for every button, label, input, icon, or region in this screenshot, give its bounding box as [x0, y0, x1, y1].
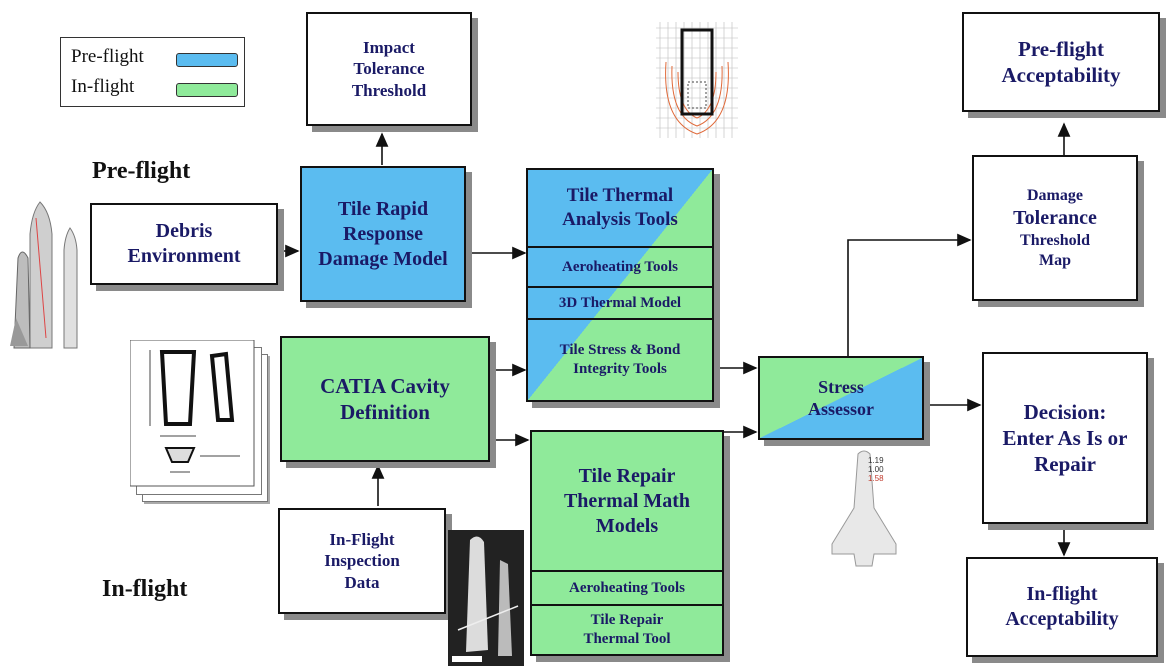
damage-line-1: Damage [1027, 186, 1083, 204]
damage-tolerance-box: Damage Tolerance Threshold Map [972, 155, 1138, 301]
thermal-analysis-group: Tile Thermal Analysis Tools Aeroheating … [526, 168, 714, 402]
damage-line-4: Map [1039, 251, 1071, 269]
orbiter-icon: 1.19 1.00 1.58 [818, 448, 908, 570]
legend-inflight-swatch [176, 83, 238, 97]
decision-text: Decision: Enter As Is or Repair [1002, 399, 1128, 477]
preflight-acceptability-box: Pre-flight Acceptability [962, 12, 1160, 112]
decision-box: Decision: Enter As Is or Repair [982, 352, 1148, 524]
legend: Pre-flight In-flight [60, 37, 245, 107]
legend-preflight-swatch [176, 53, 238, 67]
catia-box: CATIA Cavity Definition [280, 336, 490, 462]
inflight-inspection-box: In-Flight Inspection Data [278, 508, 446, 614]
orbiter-value-2: 1.00 [868, 465, 884, 474]
tile-rapid-response-box: Tile Rapid Response Damage Model [300, 166, 466, 302]
debris-environment-text: Debris Environment [127, 220, 241, 267]
shuttle-stack-icon [10, 201, 78, 349]
legend-preflight-label: Pre-flight [71, 46, 144, 67]
impact-tolerance-text: Impact Tolerance Threshold [351, 38, 427, 100]
orbiter-value-1: 1.19 [868, 456, 884, 465]
preflight-acceptability-text: Pre-flight Acceptability [1001, 36, 1121, 87]
damage-line-3: Threshold [1020, 231, 1090, 249]
arrow-stress-to-damage-map [847, 233, 972, 356]
inflight-section-label: In-flight [102, 576, 188, 602]
inspection-photo-icon [448, 530, 524, 666]
orbiter-values: 1.19 1.00 1.58 [868, 456, 884, 483]
aeroheating-tools-cell-1: Aeroheating Tools [528, 246, 712, 286]
tile-repair-title: Tile Repair Thermal Math Models [563, 464, 691, 537]
inflight-acceptability-text: In-flight Acceptability [1005, 583, 1119, 630]
tile-stress-cell: Tile Stress & Bond Integrity Tools [528, 318, 712, 400]
catia-text: CATIA Cavity Definition [320, 373, 450, 424]
orbiter-value-3: 1.58 [868, 474, 884, 483]
damage-line-2: Tolerance [1013, 206, 1097, 229]
tile-drawing-icon [130, 340, 268, 502]
thermal-grid-icon [656, 22, 738, 138]
impact-tolerance-box: Impact Tolerance Threshold [306, 12, 472, 126]
stress-assessor-box: Stress Assessor [758, 356, 924, 440]
inflight-inspection-text: In-Flight Inspection Data [324, 530, 400, 592]
inflight-acceptability-box: In-flight Acceptability [966, 557, 1158, 657]
thermal-analysis-title: Tile Thermal Analysis Tools [562, 185, 678, 230]
stress-assessor-text: Stress Assessor [808, 376, 874, 420]
thermal-3d-model-cell: 3D Thermal Model [528, 286, 712, 318]
legend-inflight-label: In-flight [71, 76, 135, 97]
preflight-section-label: Pre-flight [92, 158, 191, 184]
tile-rapid-response-text: Tile Rapid Response Damage Model [318, 197, 448, 270]
debris-environment-box: Debris Environment [90, 203, 278, 285]
tile-repair-tool-cell: Tile Repair Thermal Tool [532, 604, 722, 654]
tile-repair-group: Tile Repair Thermal Math Models Aeroheat… [530, 430, 724, 656]
aeroheating-tools-cell-2: Aeroheating Tools [532, 570, 722, 604]
